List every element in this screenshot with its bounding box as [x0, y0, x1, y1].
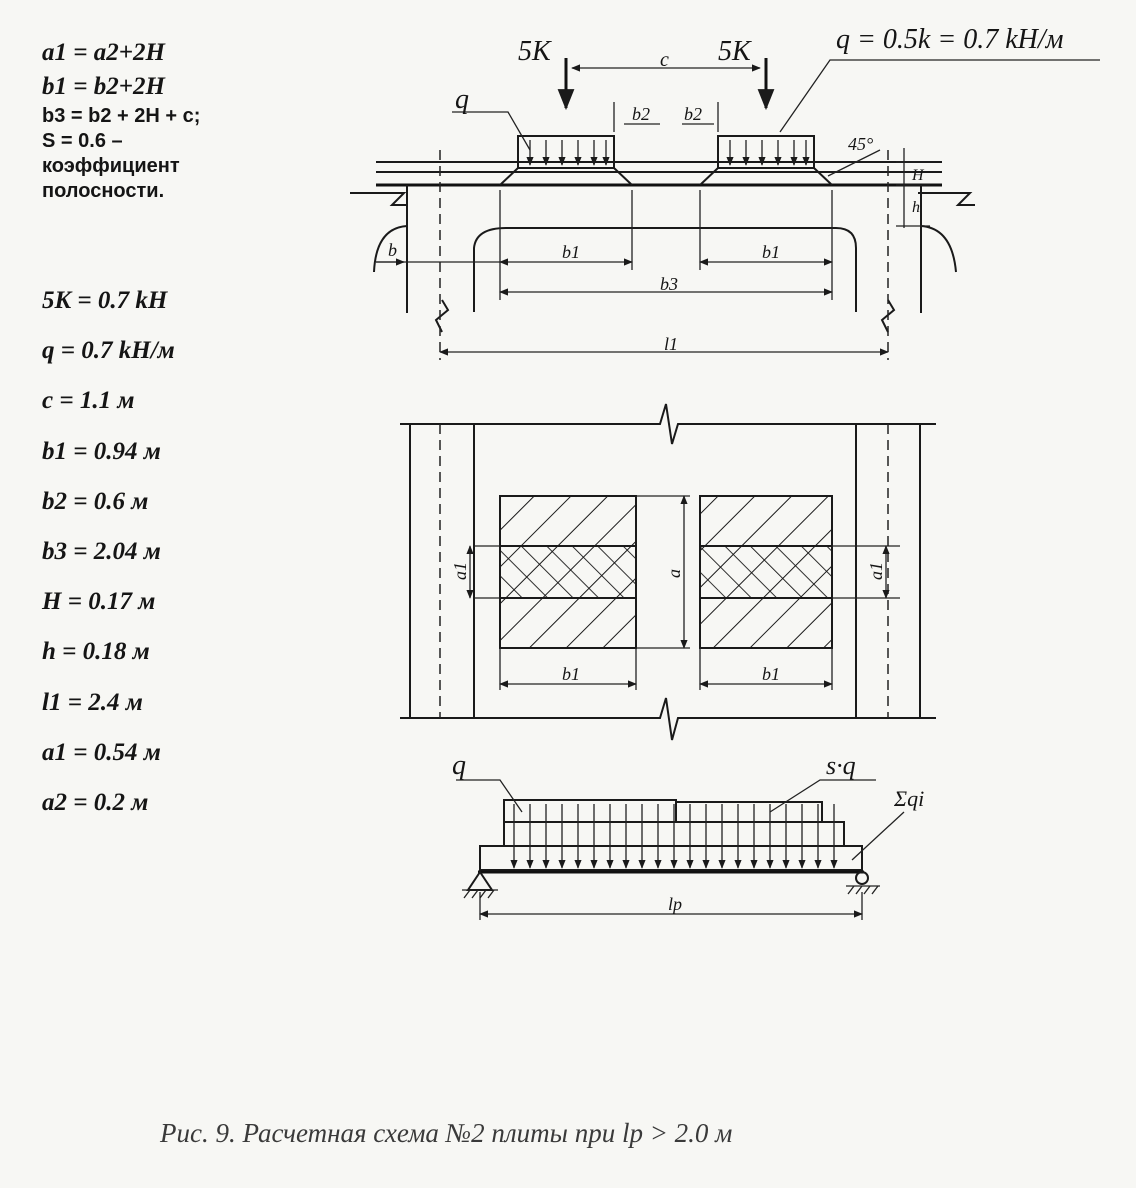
- formula-s-desc-1: коэффициент: [42, 155, 180, 177]
- label-b1-plan-right: b1: [762, 664, 780, 684]
- label-b1-left: b1: [562, 242, 580, 262]
- param-b2: b2 = 0.6 м: [42, 487, 149, 515]
- label-lp: lp: [668, 894, 682, 914]
- label-a: a: [664, 569, 684, 578]
- label-l1: l1: [664, 334, 678, 354]
- label-sq: s·q: [826, 751, 856, 780]
- label-b1-plan-left: b1: [562, 664, 580, 684]
- label-b3: b3: [660, 274, 678, 294]
- param-b1: b1 = 0.94 м: [42, 437, 161, 465]
- plan-view: a1 a1 a b1 b1: [400, 403, 936, 741]
- param-a1: a1 = 0.54 м: [42, 738, 161, 766]
- label-b2-right: b2: [684, 104, 702, 124]
- formulas-panel: a1 = a2+2H b1 = b2+2H b3 = b2 + 2H + c; …: [42, 36, 302, 204]
- param-q: q = 0.7 kH/м: [42, 337, 175, 365]
- label-a1-left: a1: [450, 562, 470, 580]
- label-5k-right: 5K: [718, 36, 752, 67]
- param-l1: l1 = 2.4 м: [42, 688, 143, 716]
- param-b3: b3 = 2.04 м: [42, 537, 161, 565]
- param-c: c = 1.1 м: [42, 387, 135, 415]
- formula-a1: a1 = a2+2H: [42, 39, 165, 66]
- formula-s-desc-2: полосности.: [42, 180, 165, 202]
- formula-s: S = 0.6 –: [42, 130, 123, 152]
- label-b1-right: b1: [762, 242, 780, 262]
- formula-b1: b1 = b2+2H: [42, 73, 165, 100]
- label-h: h: [912, 199, 920, 216]
- param-a2: a2 = 0.2 м: [42, 788, 149, 816]
- param-5k: 5K = 0.7 kH: [42, 287, 168, 314]
- label-sum-q: Σqi: [893, 786, 924, 811]
- formula-b3: b3 = b2 + 2H + c;: [42, 105, 201, 127]
- label-q-section: q: [455, 84, 469, 115]
- label-q-formula: q = 0.5k = 0.7 kH/м: [836, 24, 1064, 55]
- cross-section: 5K 5K c q q = 0.5k = 0.7 kH/м b2 b2 45° …: [350, 24, 1100, 360]
- figure-caption: Рис. 9. Расчетная схема №2 плиты при lp …: [160, 1118, 733, 1148]
- label-H: H: [911, 167, 925, 184]
- param-H: H = 0.17 м: [42, 588, 156, 616]
- label-c: c: [660, 49, 669, 71]
- pad-arrows-left: [526, 140, 610, 166]
- label-b: b: [388, 240, 397, 260]
- label-angle: 45°: [848, 134, 873, 154]
- label-q-load: q: [452, 750, 466, 781]
- param-h: h = 0.18 м: [42, 638, 150, 666]
- parameters-list: 5K = 0.7 kH q = 0.7 kH/м c = 1.1 м b1 = …: [42, 284, 302, 836]
- label-5k-left: 5K: [518, 36, 552, 67]
- load-arrows: [510, 804, 838, 869]
- load-diagram: q s·q Σqi lp: [452, 750, 924, 920]
- pad-arrows-right: [726, 140, 810, 166]
- label-a1-right: a1: [866, 562, 886, 580]
- label-b2-left: b2: [632, 104, 650, 124]
